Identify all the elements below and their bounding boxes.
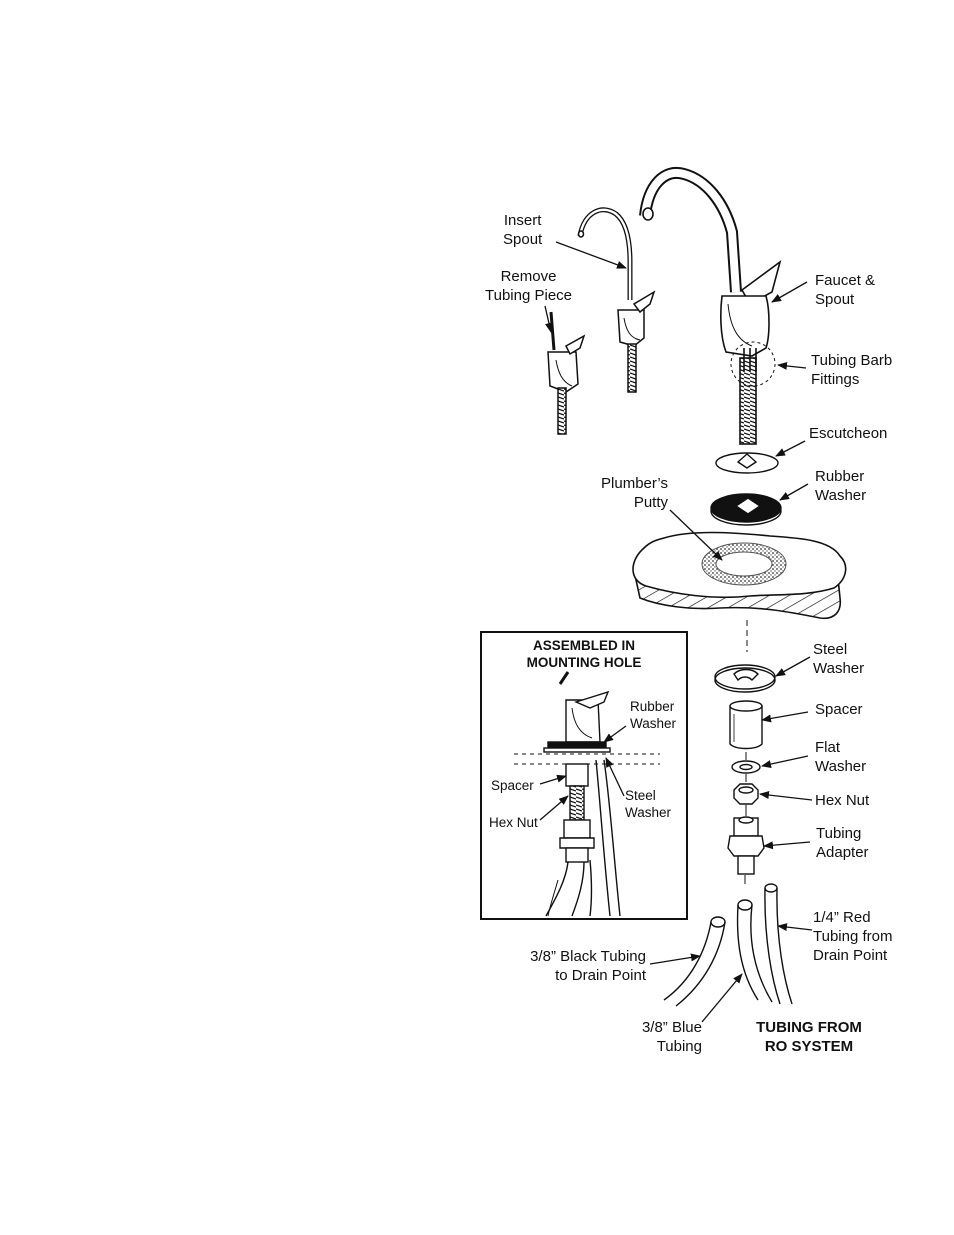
- small-faucet-tubing-removed: [547, 311, 586, 435]
- leader-arrows: [539, 241, 813, 1023]
- inset-drawing: [514, 671, 660, 917]
- label-steel-washer: Steel Washer: [813, 641, 865, 677]
- inset-label-spacer: Spacer: [491, 778, 534, 793]
- label-tubing-barb-fittings: Tubing Barb Fittings: [811, 352, 893, 388]
- inset-label-steel-washer: Steel Washer: [625, 788, 672, 820]
- escutcheon-part: [715, 452, 779, 474]
- label-hex-nut: Hex Nut: [815, 792, 870, 809]
- inset-label-hex-nut: Hex Nut: [489, 815, 538, 830]
- tubing-adapter-part: [727, 816, 765, 875]
- label-plumbers-putty: Plumber’s Putty: [601, 475, 668, 511]
- spacer-part: [729, 700, 763, 750]
- inset-assembled-box: ASSEMBLED IN MOUNTING HOLE: [480, 631, 688, 920]
- label-blue-tubing: 3/8” Blue Tubing: [641, 1019, 702, 1055]
- flat-washer-part: [731, 760, 761, 774]
- hex-nut-part: [733, 783, 759, 805]
- tubing-lines: [663, 883, 793, 1007]
- rubber-washer-part: [710, 493, 782, 526]
- label-spacer: Spacer: [815, 701, 863, 718]
- label-black-tubing: 3/8” Black Tubing to Drain Point: [530, 948, 646, 984]
- small-faucet-insert-spout: [577, 207, 656, 393]
- inset-title: ASSEMBLED IN MOUNTING HOLE: [526, 638, 642, 670]
- inset-label-rubber-washer: Rubber Washer: [630, 699, 677, 731]
- label-tubing-from-ro: TUBING FROM RO SYSTEM: [756, 1019, 862, 1055]
- label-red-tubing: 1/4” Red Tubing from Drain Point: [813, 909, 893, 964]
- label-tubing-adapter: Tubing Adapter: [816, 825, 869, 861]
- countertop-part: [632, 531, 847, 620]
- barb-fittings-highlight: [730, 341, 776, 387]
- main-faucet: [639, 166, 782, 445]
- label-escutcheon: Escutcheon: [809, 425, 888, 442]
- label-flat-washer: Flat Washer: [815, 739, 867, 775]
- label-remove-tubing-piece: Remove Tubing Piece: [485, 268, 572, 304]
- steel-washer-part: [714, 664, 776, 693]
- label-insert-spout: Insert Spout: [503, 212, 543, 248]
- label-rubber-washer: Rubber Washer: [815, 468, 867, 504]
- label-faucet-spout: Faucet & Spout: [815, 272, 876, 308]
